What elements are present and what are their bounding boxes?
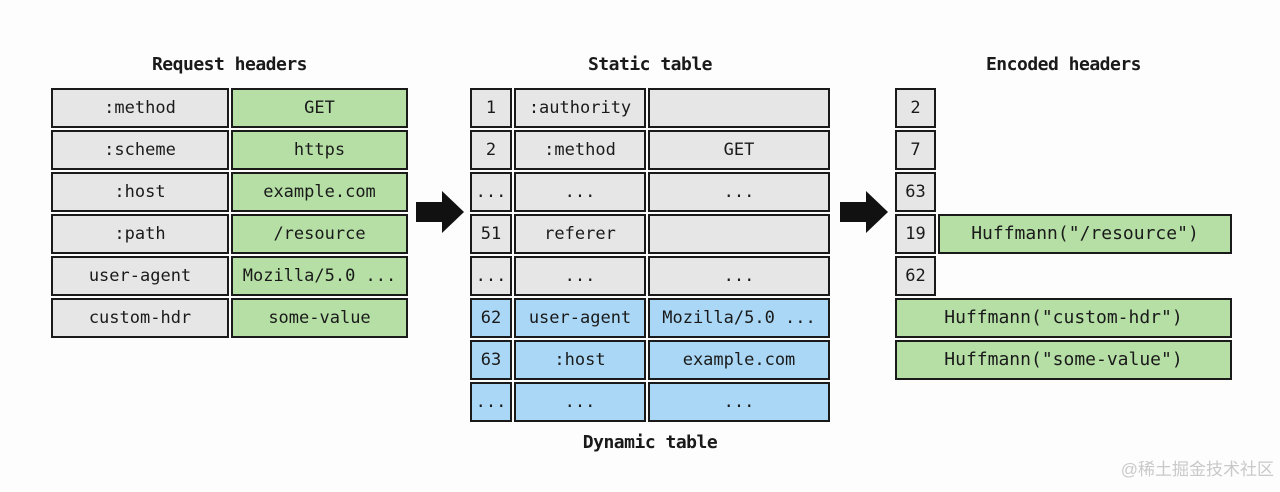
header-value-cell: some-value [231,298,408,338]
table-row-dynamic: 63 :host example.com [470,340,830,380]
encoded-index-box: 62 [895,256,936,296]
index-cell: ... [470,382,512,422]
value-cell: GET [648,130,830,170]
header-value-cell: GET [231,88,408,128]
encoded-headers-title: Encoded headers [985,54,1142,75]
header-name-cell: user-agent [51,256,229,296]
request-headers-title: Request headers [151,54,308,75]
static-table-title: Static table [587,54,713,75]
table-row: user-agent Mozilla/5.0 ... [51,256,408,296]
index-cell: 2 [470,130,512,170]
name-cell: :host [514,340,646,380]
table-row: :method GET [51,88,408,128]
header-value-cell: /resource [231,214,408,254]
value-cell: Mozilla/5.0 ... [648,298,830,338]
header-value-cell: example.com [231,172,408,212]
header-value-cell: Mozilla/5.0 ... [231,256,408,296]
encoded-index-box: 63 [895,172,936,212]
request-headers-table: :method GET :scheme https :host example.… [51,88,408,338]
index-cell: 62 [470,298,512,338]
header-name-cell: :path [51,214,229,254]
table-row: :scheme https [51,130,408,170]
name-cell: ... [514,172,646,212]
value-cell [648,214,830,254]
table-row: :host example.com [51,172,408,212]
dynamic-table-label: Dynamic table [582,432,718,453]
name-cell: ... [514,382,646,422]
encoded-index-box: 2 [895,88,936,128]
index-cell: 63 [470,340,512,380]
name-cell: :authority [514,88,646,128]
huffmann-literal-box: Huffmann("custom-hdr") [895,298,1232,338]
index-cell: ... [470,256,512,296]
name-cell: ... [514,256,646,296]
table-row: ... ... ... [470,256,830,296]
index-cell: ... [470,172,512,212]
static-table: 1 :authority 2 :method GET ... ... ... 5… [470,88,830,422]
encoded-index-box: 7 [895,130,936,170]
header-value-cell: https [231,130,408,170]
name-cell: :method [514,130,646,170]
huffmann-literal-box: Huffmann("/resource") [938,214,1232,254]
value-cell: example.com [648,340,830,380]
name-cell: referer [514,214,646,254]
value-cell: ... [648,256,830,296]
table-row: 1 :authority [470,88,830,128]
value-cell: ... [648,382,830,422]
table-row-dynamic: ... ... ... [470,382,830,422]
huffmann-literal-box: Huffmann("some-value") [895,340,1232,380]
index-cell: 51 [470,214,512,254]
name-cell: user-agent [514,298,646,338]
table-row: custom-hdr some-value [51,298,408,338]
header-name-cell: custom-hdr [51,298,229,338]
header-name-cell: :host [51,172,229,212]
table-row-dynamic: 62 user-agent Mozilla/5.0 ... [470,298,830,338]
value-cell: ... [648,172,830,212]
table-row: 51 referer [470,214,830,254]
encoded-index-column: 2 7 63 19 62 [895,88,936,296]
table-row: ... ... ... [470,172,830,212]
watermark: @稀土掘金技术社区 [1120,460,1274,479]
encoded-index-box: 19 [895,214,936,254]
table-row: 2 :method GET [470,130,830,170]
index-cell: 1 [470,88,512,128]
table-row: :path /resource [51,214,408,254]
header-name-cell: :method [51,88,229,128]
header-name-cell: :scheme [51,130,229,170]
value-cell [648,88,830,128]
